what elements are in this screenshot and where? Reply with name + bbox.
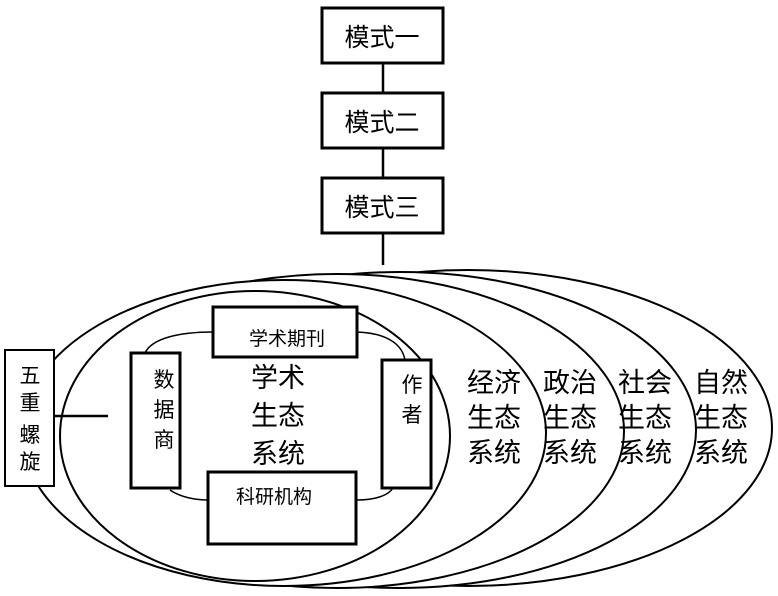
political-line-2: 生态 [543, 403, 597, 434]
political-ecosystem-label: 政治 生态 系统 [543, 368, 597, 469]
five-helix-char-1: 五 [20, 364, 41, 388]
natural-line-2: 生态 [694, 403, 748, 434]
arc-database-institutions [169, 489, 209, 501]
five-helix-char-3: 螺 [20, 423, 41, 447]
natural-line-3: 系统 [694, 438, 748, 469]
five-helix-box: 五 重 螺 旋 [4, 349, 55, 487]
database-vendors-char-3: 商 [154, 428, 175, 452]
mode-1-box: 模式一 [320, 6, 445, 65]
journals-box: 学术期刊 [211, 305, 359, 359]
arc-authors-institutions [356, 487, 394, 501]
five-helix-char-2: 重 [20, 391, 41, 415]
arc-journals-authors [356, 331, 406, 361]
center-line-2: 生态 [251, 401, 305, 432]
social-line-3: 系统 [618, 438, 672, 469]
authors-char-2: 者 [402, 403, 423, 427]
social-line-1: 社会 [618, 368, 672, 399]
economic-line-2: 生态 [467, 403, 521, 434]
mode-2-label: 模式二 [344, 108, 419, 137]
institutions-box: 科研机构 [206, 470, 358, 546]
natural-line-1: 自然 [694, 368, 748, 399]
journals-label: 学术期刊 [249, 328, 325, 350]
mode-3-label: 模式三 [344, 193, 419, 222]
mode-2-box: 模式二 [320, 91, 445, 150]
center-line-1: 学术 [251, 363, 305, 394]
economic-line-1: 经济 [467, 368, 521, 399]
economic-ecosystem-label: 经济 生态 系统 [467, 368, 521, 469]
academic-ecosystem-center-label: 学术 生态 系统 [251, 363, 305, 470]
mode-3-box: 模式三 [320, 176, 445, 235]
political-line-1: 政治 [543, 368, 597, 399]
political-line-3: 系统 [543, 438, 597, 469]
authors-char-1: 作 [402, 373, 423, 397]
institutions-label: 科研机构 [236, 486, 312, 508]
economic-line-3: 系统 [467, 438, 521, 469]
database-vendors-char-1: 数 [154, 368, 175, 392]
natural-ecosystem-label: 自然 生态 系统 [694, 368, 748, 469]
social-line-2: 生态 [618, 403, 672, 434]
mode-1-label: 模式一 [344, 23, 419, 52]
center-line-3: 系统 [251, 439, 305, 470]
academic-cycle-arcs [144, 331, 406, 501]
database-vendors-char-2: 据 [154, 398, 175, 422]
arc-journals-database [144, 331, 214, 354]
authors-box: 作 者 [380, 358, 433, 490]
five-helix-char-4: 旋 [20, 450, 41, 474]
social-ecosystem-label: 社会 生态 系统 [618, 368, 672, 469]
database-vendors-box: 数 据 商 [129, 351, 182, 490]
